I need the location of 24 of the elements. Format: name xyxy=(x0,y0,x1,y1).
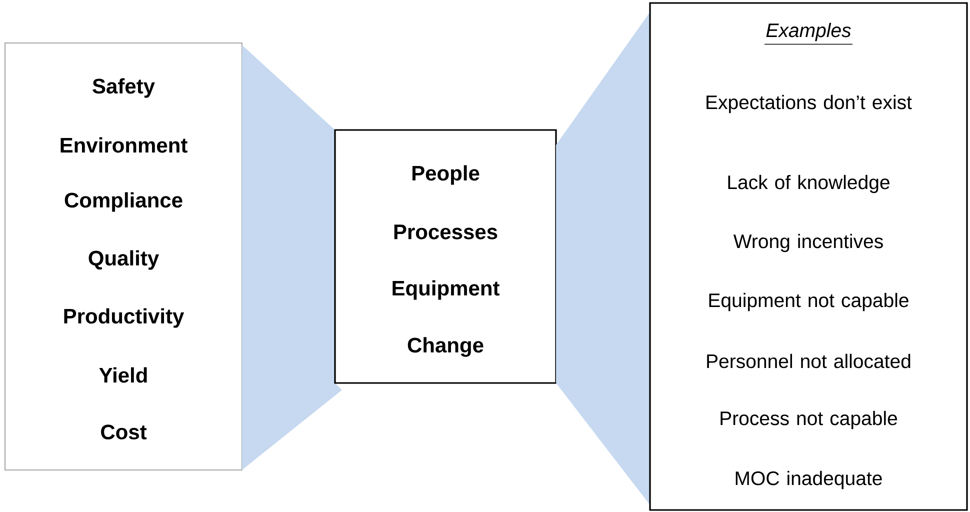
list-item: Personnel not allocated xyxy=(707,354,910,368)
goal-box xyxy=(4,42,242,470)
list-item: Environment xyxy=(60,137,188,153)
list-item: Wrong incentives xyxy=(733,234,883,252)
list-item: MOC inadequate xyxy=(736,470,882,490)
funnel-shape xyxy=(242,45,342,470)
list-item: Change xyxy=(408,337,484,357)
list-item: Lack of knowledge xyxy=(728,174,890,194)
list-item: Equipment not capable xyxy=(709,292,908,312)
list-item: Quality xyxy=(88,250,159,270)
list-item: Cost xyxy=(101,424,147,440)
list-item: Productivity xyxy=(64,308,184,328)
list-item: Compliance xyxy=(64,192,182,212)
list-item: People xyxy=(412,165,480,185)
list-item: Yield xyxy=(99,367,147,383)
list-item: Equipment xyxy=(392,280,500,300)
heading: Examples xyxy=(764,22,853,45)
list-item: Safety xyxy=(92,78,155,98)
funnel-shape xyxy=(556,12,650,505)
list-item: Expectations don’t exist xyxy=(706,94,912,114)
list-item: Process not capable xyxy=(720,410,898,430)
examples-box xyxy=(649,2,968,511)
cause-box xyxy=(334,129,557,384)
list-item: Processes xyxy=(394,224,498,240)
